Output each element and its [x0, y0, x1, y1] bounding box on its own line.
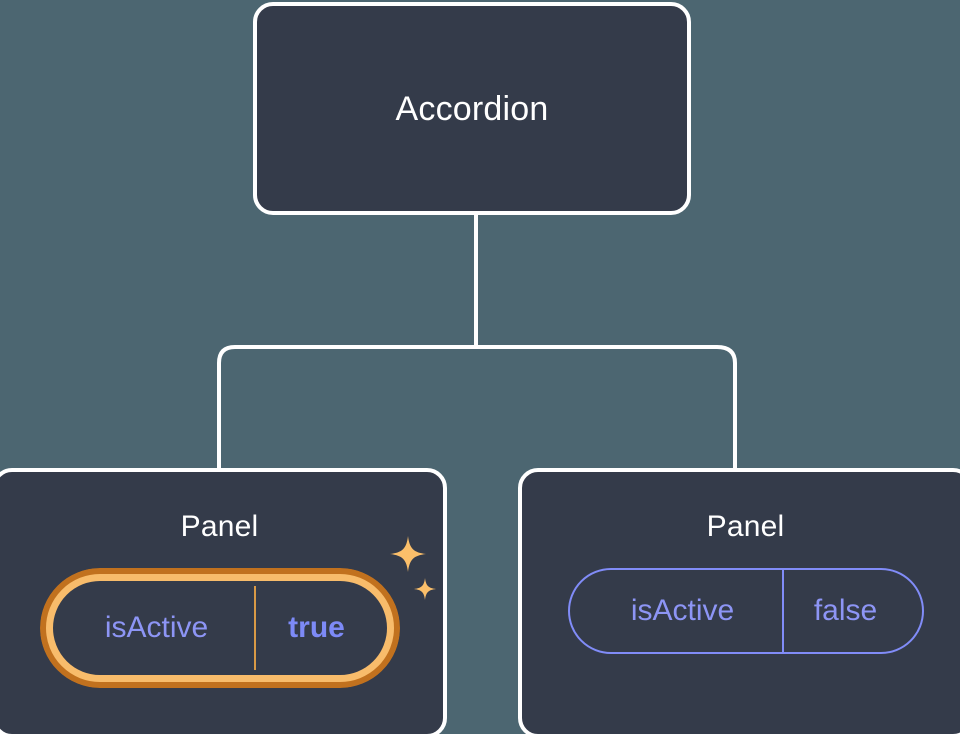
pill-glow-ring-outer [39, 568, 400, 688]
prop-pill-highlighted[interactable]: isActive true [39, 568, 400, 688]
prop-pill-wrapper: isActive true [39, 568, 400, 688]
prop-pill[interactable]: isActive false [567, 568, 924, 654]
prop-value: true [253, 568, 400, 688]
prop-key: isActive [104, 611, 209, 644]
prop-key: isActive [630, 594, 735, 627]
pill-body: isActive true [40, 568, 400, 688]
node-title: Panel [180, 510, 259, 543]
connector-branch-bar [217, 345, 737, 470]
pill-glow-ring-inner [45, 574, 394, 682]
node-panel-active[interactable]: Panel isActive true [0, 468, 447, 734]
node-title: Panel [706, 510, 785, 543]
node-title: Accordion [395, 89, 549, 128]
prop-value: false [781, 570, 922, 652]
node-accordion[interactable]: Accordion [253, 2, 691, 215]
prop-pill-wrapper: isActive false [567, 568, 924, 654]
pill-divider [253, 586, 256, 670]
node-panel-inactive[interactable]: Panel isActive false [518, 468, 960, 734]
